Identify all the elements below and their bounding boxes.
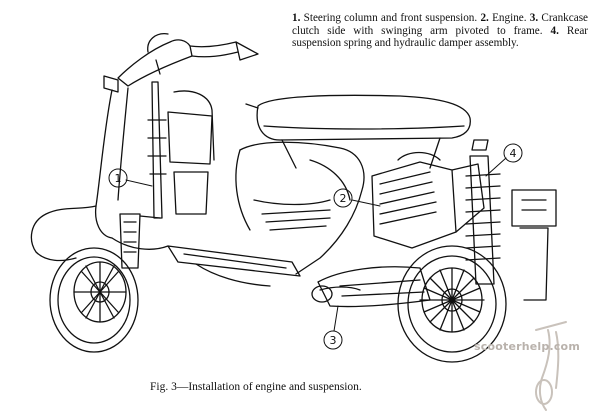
legend-num-3: 3. [529,12,539,24]
watermark-emblem [535,321,567,411]
callout-2: 2 [333,188,381,208]
legend-text-2: Engine. [492,12,527,24]
svg-text:2: 2 [340,192,347,205]
legend-num-1: 1. [292,12,301,24]
svg-text:4: 4 [510,147,517,160]
watermark-text: scooterhelp.com [474,340,580,353]
callouts: 1 2 3 4 [108,143,523,350]
legend-num-4: 4. [550,24,559,37]
floorboard [167,245,301,287]
rear-damper [465,139,501,285]
svg-text:3: 3 [330,334,337,347]
legend-text-4: Rear suspension spring and hydraulic dam… [292,24,589,50]
svg-text:1: 1 [115,172,122,185]
handlebar [103,33,259,93]
figure-caption: Fig. 3—Installation of engine and suspen… [150,381,362,393]
glove-box [167,111,213,165]
leg-shield [30,87,215,262]
legend-text-3: Crankcase clutch side with swinging arm … [292,12,589,37]
callout-3: 3 [323,305,343,350]
callout-1: 1 [108,168,153,188]
rear-wheel [397,245,507,363]
callout-4: 4 [485,143,523,177]
legend-num-2: 2. [480,12,489,24]
side-box [511,189,557,301]
steering-column [119,81,167,269]
legend: 1. Steering column and front suspension.… [292,12,588,50]
swinging-arm [311,266,431,308]
seat [245,94,471,169]
rear-body [235,141,365,275]
engine [371,151,485,249]
legend-text-1: Steering column and front suspension. [303,12,478,24]
front-wheel [49,247,139,353]
